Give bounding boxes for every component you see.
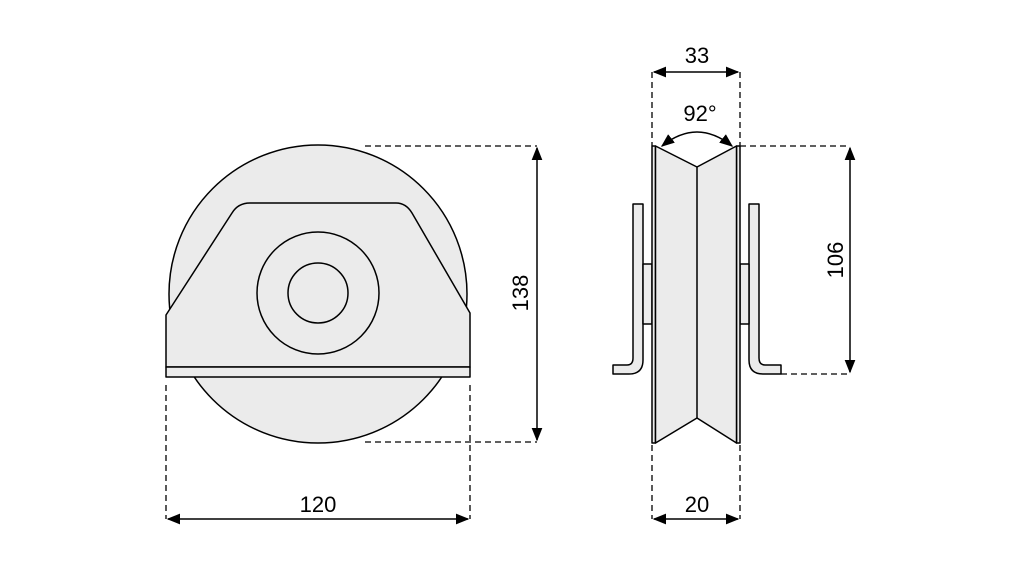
angle-label: 92° — [683, 101, 716, 126]
dimension-label-width: 120 — [300, 492, 337, 517]
wheel-groove-profile — [654, 145, 738, 444]
hub-outer-circle — [256, 231, 380, 355]
dimension-label-side-height: 106 — [823, 242, 848, 279]
bracket-base-plate — [165, 366, 471, 378]
bracket-body — [165, 202, 471, 368]
dimension-label-wheel-width: 20 — [685, 492, 709, 517]
side-view: 33 92° 106 20 — [612, 43, 856, 525]
bracket-left — [612, 203, 644, 375]
dimension-label-height: 138 — [508, 275, 533, 312]
dimension-label-total-width: 33 — [685, 43, 709, 68]
hub-left — [642, 263, 653, 325]
front-view: 138 120 — [165, 144, 543, 525]
hub-right — [739, 263, 750, 325]
angle-arc — [660, 131, 734, 147]
axle-hole — [287, 262, 349, 324]
bracket-right — [748, 203, 782, 375]
